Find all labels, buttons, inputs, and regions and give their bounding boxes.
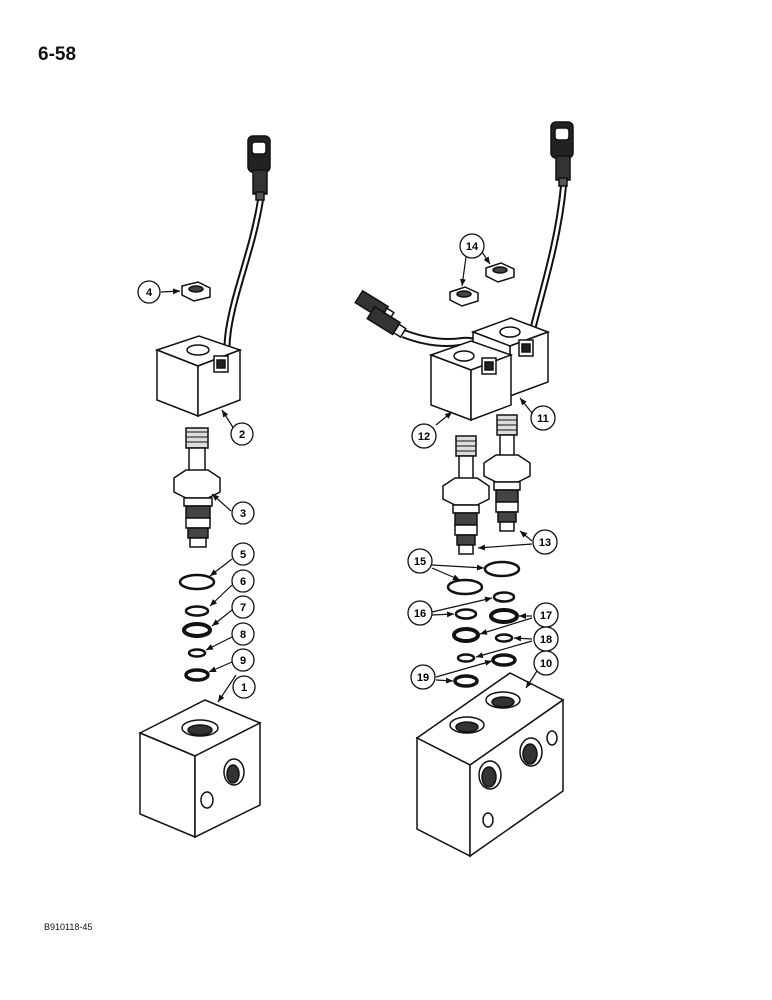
callout-7: 7 — [231, 595, 255, 619]
svg-text:18: 18 — [540, 634, 552, 646]
svg-text:4: 4 — [146, 287, 153, 299]
right-o-ring-16-front — [454, 608, 478, 620]
left-backup-ring-7 — [182, 622, 212, 638]
left-o-ring-6 — [184, 605, 210, 617]
callout-3: 3 — [231, 501, 255, 525]
callout-2: 2 — [230, 422, 254, 446]
right-o-ring-15-front — [446, 578, 484, 596]
right-backup-ring-19-rear — [491, 653, 517, 667]
svg-text:11: 11 — [537, 413, 549, 425]
svg-text:2: 2 — [239, 429, 245, 441]
left-connector-plug — [247, 135, 271, 201]
callout-15: 15 — [407, 548, 433, 574]
callout-16: 16 — [407, 600, 433, 626]
left-valve-cartridge — [173, 427, 221, 548]
svg-text:12: 12 — [418, 431, 430, 443]
callout-12: 12 — [411, 423, 437, 449]
svg-text:6: 6 — [240, 576, 246, 588]
svg-text:15: 15 — [414, 556, 426, 568]
svg-text:17: 17 — [540, 610, 552, 622]
svg-text:9: 9 — [240, 655, 246, 667]
right-connector-plug-upper — [550, 121, 574, 187]
svg-text:8: 8 — [240, 629, 246, 641]
left-backup-ring-9 — [184, 668, 210, 682]
svg-text:7: 7 — [240, 602, 246, 614]
right-backup-ring-19-front — [453, 674, 479, 688]
left-valve-body — [138, 699, 262, 839]
right-backup-ring-17-front — [452, 627, 480, 643]
left-nut — [181, 281, 211, 302]
callout-18: 18 — [533, 626, 559, 652]
callout-9: 9 — [231, 648, 255, 672]
callout-5: 5 — [231, 542, 255, 566]
svg-text:3: 3 — [240, 508, 246, 520]
figure-code: B910118-45 — [44, 922, 93, 932]
callout-19: 19 — [410, 664, 436, 690]
callout-13: 13 — [532, 529, 558, 555]
right-nut-b — [485, 262, 515, 283]
callout-8: 8 — [231, 622, 255, 646]
left-o-ring-8 — [187, 648, 207, 658]
callout-14: 14 — [459, 233, 485, 259]
svg-text:5: 5 — [240, 549, 246, 561]
left-solenoid-coil — [154, 335, 243, 418]
leader-lines — [160, 248, 538, 703]
right-valve-cartridge-rear — [483, 414, 531, 532]
svg-text:16: 16 — [414, 608, 426, 620]
left-wire — [223, 199, 264, 359]
callout-4: 4 — [137, 280, 161, 304]
right-connector-plugs-lower — [354, 289, 407, 339]
callout-10: 10 — [533, 650, 559, 676]
callout-17: 17 — [533, 602, 559, 628]
right-valve-cartridge-front — [442, 435, 490, 555]
svg-text:13: 13 — [539, 537, 551, 549]
svg-text:10: 10 — [540, 658, 552, 670]
svg-text:19: 19 — [417, 672, 429, 684]
svg-text:1: 1 — [241, 682, 247, 694]
right-solenoid-coil-12 — [428, 340, 514, 422]
callout-11: 11 — [530, 405, 556, 431]
page-number: 6-58 — [38, 44, 77, 65]
callout-6: 6 — [231, 569, 255, 593]
right-valve-body — [415, 672, 565, 858]
right-o-ring-15-rear — [483, 560, 521, 578]
svg-text:14: 14 — [466, 241, 479, 253]
right-nut-a — [449, 286, 479, 307]
callout-1: 1 — [232, 675, 256, 699]
right-o-ring-18-front — [456, 653, 476, 663]
right-o-ring-18-rear — [494, 633, 514, 643]
right-backup-ring-17-rear — [489, 608, 519, 624]
right-o-ring-16-rear — [492, 591, 516, 603]
left-o-ring-5 — [178, 573, 216, 591]
